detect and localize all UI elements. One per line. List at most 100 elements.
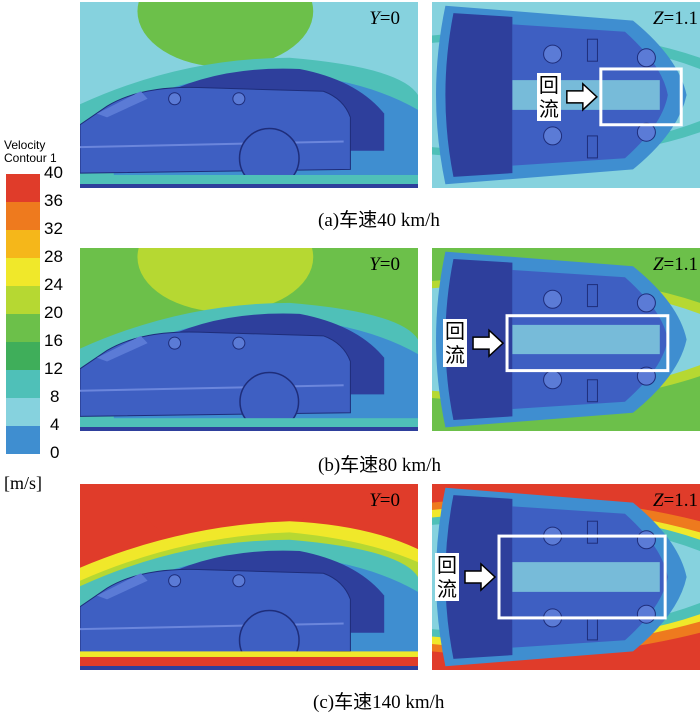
color-bar-segment xyxy=(6,286,40,314)
occupant-head xyxy=(168,336,182,350)
recirculation-core xyxy=(512,324,660,355)
caption-a: (a)车速40 km/h xyxy=(318,210,440,231)
ground xyxy=(80,427,418,431)
occupant-head xyxy=(543,44,563,64)
flow-arrow xyxy=(566,82,598,112)
side-view-panel-a: Y=0 xyxy=(80,2,418,188)
high-velocity-region xyxy=(137,2,314,68)
legend-title-line1: Velocity xyxy=(4,138,46,152)
occupant-head xyxy=(168,92,182,106)
plane-value: =0 xyxy=(379,8,400,29)
occupant-head xyxy=(168,574,182,588)
color-bar-tick-label: 4 xyxy=(50,415,60,434)
legend-title: Velocity Contour 1 xyxy=(4,139,57,165)
occupant-head xyxy=(636,530,656,550)
color-bar-tick-label: 0 xyxy=(50,443,60,462)
color-bar-tick-label: 8 xyxy=(50,387,60,406)
flow-arrow xyxy=(464,562,497,592)
occupant-head xyxy=(232,92,246,106)
plane-value: =1.1 xyxy=(663,254,698,275)
view-plane-label: Z=1.1 xyxy=(653,254,698,276)
high-velocity-region xyxy=(137,248,314,313)
side-view-panel-c: Y=0 xyxy=(80,484,418,670)
occupant-head xyxy=(232,574,246,588)
seat xyxy=(586,617,598,641)
ground xyxy=(80,184,418,188)
color-bar-tick-label: 32 xyxy=(44,219,63,238)
caption-c: (c)车速140 km/h xyxy=(313,692,445,713)
seat xyxy=(586,284,598,308)
legend-unit: [m/s] xyxy=(4,473,42,493)
plane-axis: Z xyxy=(652,8,664,29)
view-plane-label: Y=0 xyxy=(369,8,400,30)
car-body xyxy=(80,86,351,174)
recirculation-box xyxy=(497,534,667,620)
view-plane-label: Z=1.1 xyxy=(653,490,698,512)
hood xyxy=(445,13,513,177)
wheel xyxy=(239,371,300,431)
color-bar-segment xyxy=(6,258,40,286)
color-bar-tick-label: 24 xyxy=(44,275,63,294)
caption-b: (b)车速80 km/h xyxy=(318,455,441,476)
plane-value: =1.1 xyxy=(663,8,698,29)
color-bar-segment xyxy=(6,398,40,426)
plane-value: =1.1 xyxy=(663,490,698,511)
windshield xyxy=(96,91,148,118)
color-bar-segment xyxy=(6,370,40,398)
recirculation-box xyxy=(505,314,670,373)
plane-axis: Y xyxy=(369,254,380,275)
view-plane-label: Y=0 xyxy=(369,490,400,512)
top-view-panel-a: 回流 Z=1.1 xyxy=(432,2,700,188)
legend-title-line2: Contour 1 xyxy=(4,151,57,165)
seat xyxy=(586,38,598,62)
car-body xyxy=(80,568,351,656)
color-bar-tick-label: 12 xyxy=(44,359,63,378)
plane-axis: Z xyxy=(652,490,664,511)
top-view-panel-b: 回流 Z=1.1 xyxy=(432,248,700,431)
occupant-head xyxy=(543,370,563,390)
seat xyxy=(586,135,598,159)
plane-value: =0 xyxy=(379,490,400,511)
occupant-head xyxy=(543,289,563,309)
plane-axis: Y xyxy=(369,8,380,29)
body-line xyxy=(80,622,344,631)
occupant-head xyxy=(232,336,246,350)
color-bar-segment xyxy=(6,342,40,370)
view-plane-label: Z=1.1 xyxy=(653,8,698,30)
occupant-head xyxy=(636,122,656,142)
occupant-head xyxy=(543,126,563,146)
seat xyxy=(586,520,598,544)
wheel xyxy=(238,127,300,188)
recirculation-box xyxy=(599,67,683,127)
seat xyxy=(586,379,598,403)
ground xyxy=(80,666,418,670)
color-bar-tick-label: 40 xyxy=(44,163,63,182)
body-line xyxy=(80,384,344,392)
body-line xyxy=(80,140,344,149)
plane-axis: Z xyxy=(652,254,664,275)
color-bar-segment xyxy=(6,426,40,454)
plane-value: =0 xyxy=(379,254,400,275)
color-bar-segment xyxy=(6,314,40,342)
ground-layer xyxy=(80,651,418,657)
windshield xyxy=(96,573,148,600)
windshield xyxy=(96,335,148,362)
color-bar-tick-label: 20 xyxy=(44,303,63,322)
recirculation-label: 回流 xyxy=(435,553,459,601)
flow-arrow xyxy=(472,328,505,358)
view-plane-label: Y=0 xyxy=(369,254,400,276)
color-bar-tick-label: 28 xyxy=(44,247,63,266)
car-body xyxy=(80,331,351,417)
side-view-panel-b: Y=0 xyxy=(80,248,418,431)
occupant-head xyxy=(636,48,656,68)
top-view-panel-c: 回流 Z=1.1 xyxy=(432,484,700,670)
color-bar xyxy=(6,174,40,454)
color-bar-segment xyxy=(6,174,40,202)
occupant-head xyxy=(636,604,656,624)
color-bar-segment xyxy=(6,230,40,258)
recirculation-label: 回流 xyxy=(536,72,561,121)
color-bar-tick-label: 16 xyxy=(44,331,63,350)
recirculation-core xyxy=(512,562,660,592)
recirculation-label: 回流 xyxy=(443,319,468,368)
occupant-head xyxy=(636,293,656,313)
